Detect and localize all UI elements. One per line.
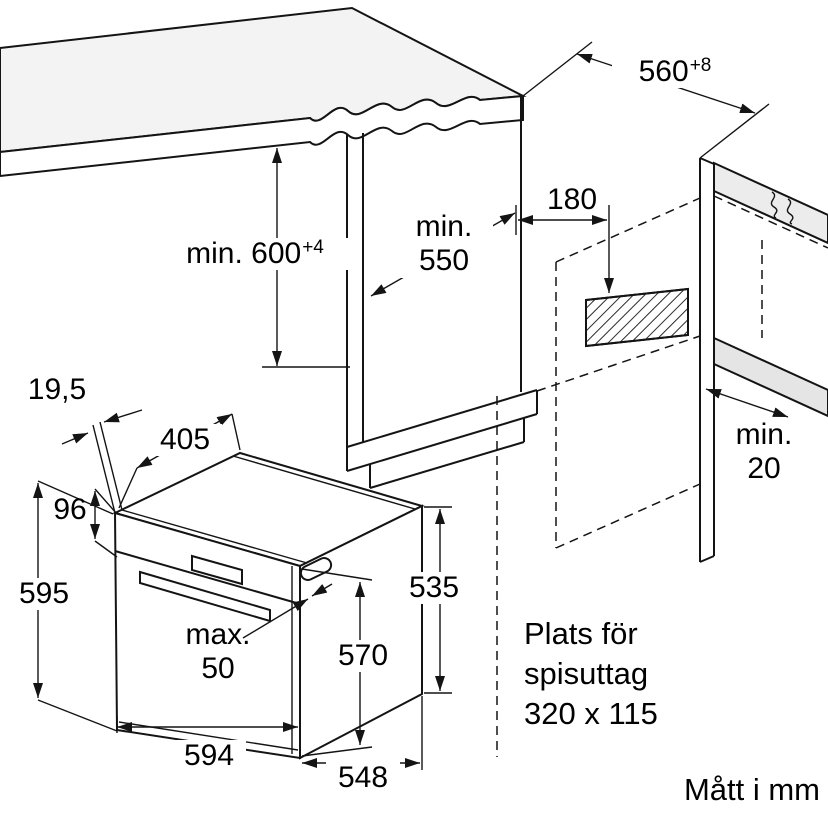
units-note: Mått i mm bbox=[683, 772, 820, 807]
socket-space-note: Plats för spisuttag 320 x 115 bbox=[524, 616, 658, 731]
floor-hidden-edge bbox=[536, 335, 701, 392]
control-panel-bottom bbox=[114, 550, 301, 605]
dim-label-oven-depth: 548 bbox=[326, 761, 400, 795]
dim-label-body-depth: 570 bbox=[329, 639, 397, 673]
oven-top-front-step bbox=[121, 509, 308, 564]
countertop-front-edge bbox=[0, 94, 524, 178]
right-counter-strip bbox=[713, 336, 828, 418]
dim-max-50 bbox=[242, 583, 333, 639]
dim-label-top-depth: 405 bbox=[148, 423, 222, 457]
dim-96 bbox=[90, 488, 118, 558]
dim-label-panel-recess: 19,5 bbox=[27, 373, 87, 406]
break-wave-2 bbox=[786, 198, 794, 225]
dim-label-niche-depth-top: 560+8 bbox=[612, 55, 738, 89]
niche-plinth-bottom bbox=[369, 441, 525, 489]
dim-label-niche-height: min. 600+4 bbox=[156, 237, 354, 271]
dim-label-rear-gap: min. 20 bbox=[735, 418, 793, 485]
oven-front-face bbox=[113, 511, 301, 760]
right-panel-bottom bbox=[699, 555, 715, 563]
oven bbox=[112, 451, 425, 760]
dim-label-niche-depth-inner: min. 550 bbox=[395, 210, 493, 278]
tolerance-superscript: +8 bbox=[689, 55, 712, 76]
socket-hatch bbox=[586, 289, 688, 346]
adjacent-unit bbox=[699, 157, 828, 563]
dim-min-20 bbox=[705, 388, 789, 418]
dim-label-side-depth: 535 bbox=[400, 571, 468, 605]
socket-outlet bbox=[585, 205, 689, 348]
countertop bbox=[0, 6, 527, 178]
side-grip-recess bbox=[299, 557, 333, 581]
tolerance-superscript: +4 bbox=[302, 237, 324, 258]
niche-back-top bbox=[555, 197, 701, 263]
niche-floor-bottom bbox=[346, 413, 538, 472]
dim-180 bbox=[515, 205, 607, 235]
control-panel-display bbox=[191, 554, 243, 586]
dim-594 bbox=[116, 716, 301, 757]
niche-floor-top bbox=[346, 389, 538, 448]
dim-label-handle-depth: max. 50 bbox=[185, 618, 251, 685]
dim-label-socket-offset: 180 bbox=[546, 183, 598, 216]
dim-19-5 bbox=[61, 409, 143, 514]
hidden-edges bbox=[496, 195, 828, 757]
break-wave-1 bbox=[770, 191, 778, 219]
oven-top-rear-step bbox=[232, 455, 416, 510]
oven-niche bbox=[346, 96, 538, 489]
dim-label-oven-width: 594 bbox=[172, 739, 246, 773]
wall-hidden-edge bbox=[713, 195, 828, 249]
right-panel-top bbox=[699, 157, 715, 165]
dim-label-panel-height: 96 bbox=[53, 493, 87, 526]
dim-label-oven-height: 595 bbox=[10, 577, 78, 611]
niche-back-bottom bbox=[555, 483, 701, 549]
socket-border bbox=[585, 287, 689, 348]
